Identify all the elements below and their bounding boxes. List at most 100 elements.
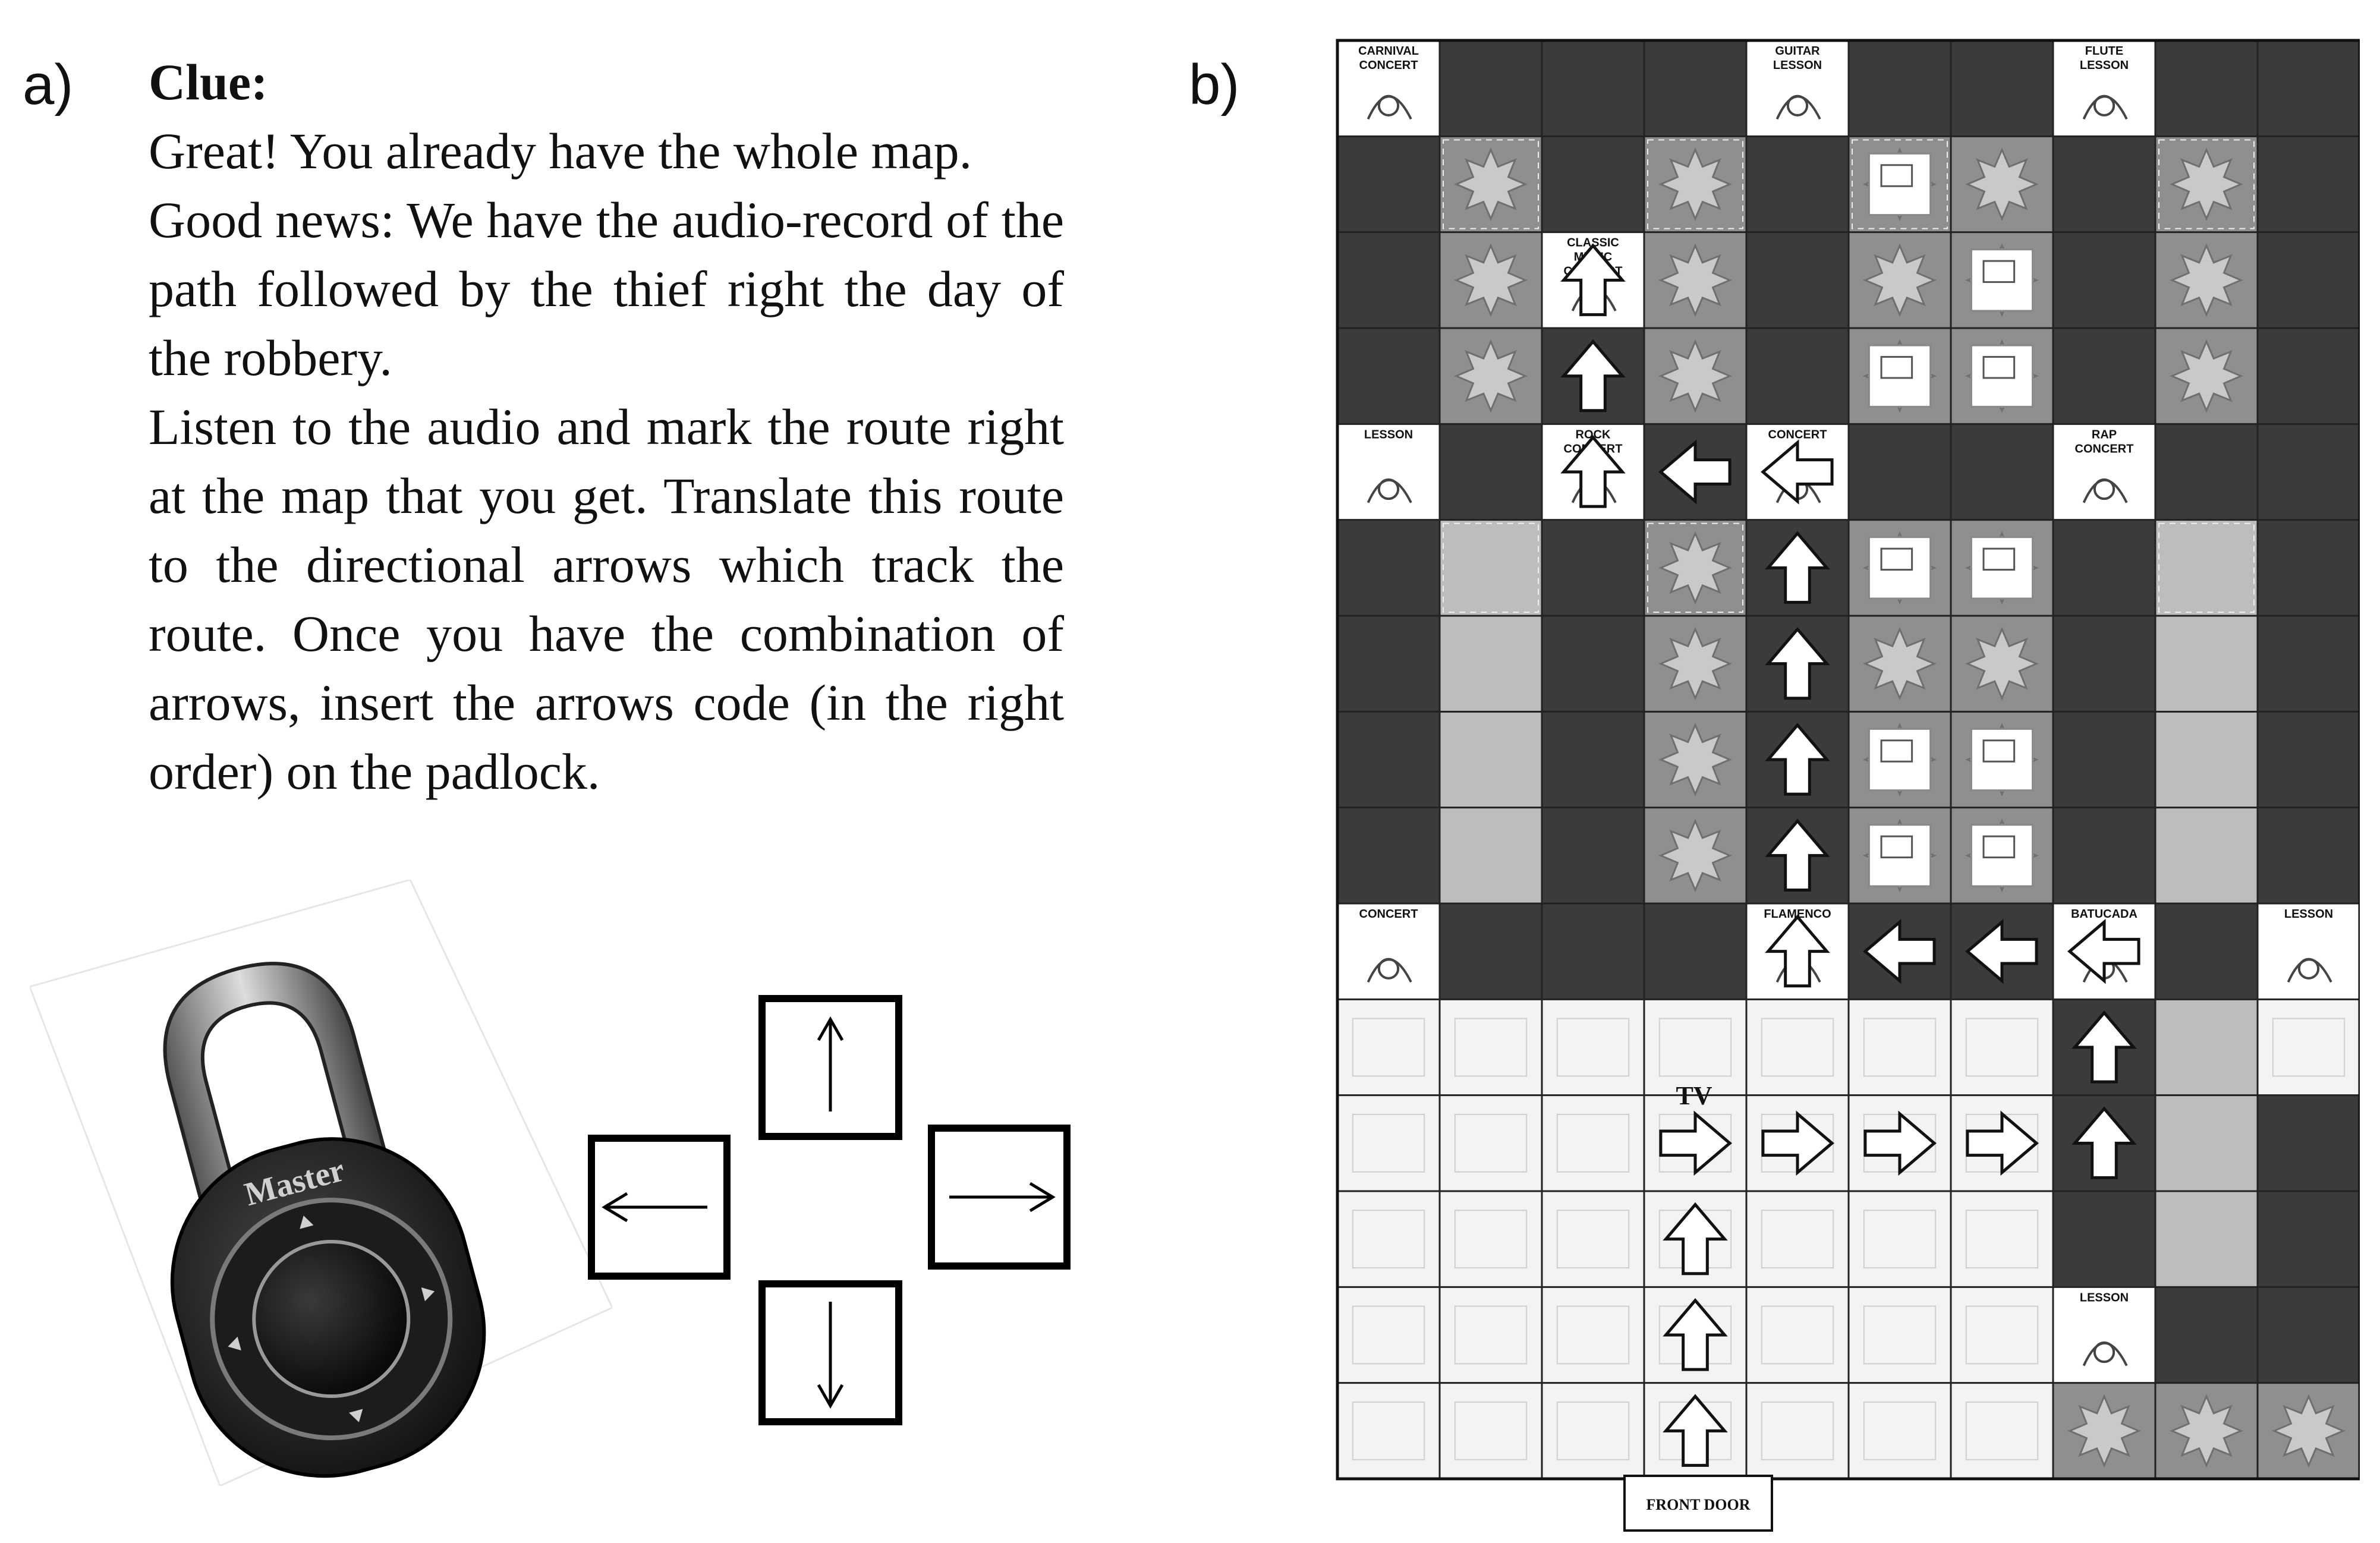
route-map: CARNIVALCONCERTGUITARLESSONFLUTELESSONCL… — [1336, 39, 2360, 1532]
pool-inner-icon — [1880, 739, 1913, 763]
map-cell-room — [1337, 40, 1440, 137]
room-label-piano: LESSON — [2080, 1291, 2129, 1304]
map-cell-dark — [1337, 519, 1440, 616]
furniture-outline — [1556, 1210, 1630, 1269]
map-cell-dark — [1644, 903, 1746, 1000]
route-arrow-left-icon — [1761, 439, 1834, 505]
walkway-dash — [1852, 139, 1948, 229]
furniture-outline — [1863, 1018, 1937, 1077]
map-cell-dark — [1746, 232, 1849, 328]
map-cell-house — [1746, 1287, 1849, 1383]
route-arrow-up-icon — [1765, 626, 1830, 700]
furniture-outline — [1556, 1401, 1630, 1460]
furniture-outline — [1761, 1401, 1834, 1460]
clue-paragraph-1: Great! You already have the whole map. — [149, 122, 972, 180]
route-arrow-up-icon — [1663, 1202, 1728, 1276]
instrument-icon — [2093, 478, 2115, 500]
route-arrow-up-icon — [1765, 914, 1830, 988]
room-label-classic: CLASSIC — [1567, 237, 1619, 250]
route-arrow-left-icon — [1965, 918, 2038, 984]
arrow-up-icon — [817, 1016, 844, 1111]
tree-icon — [1658, 243, 1732, 317]
map-cell-house — [1440, 1191, 1542, 1287]
furniture-outline — [1454, 1305, 1528, 1365]
map-cell-house — [1542, 1095, 1644, 1191]
furniture-outline — [1658, 1018, 1732, 1077]
map-cell-house — [1951, 999, 2053, 1095]
room-label-flute: FLUTE — [2085, 45, 2123, 58]
furniture-outline — [1863, 1210, 1937, 1269]
map-cell-house — [1440, 1095, 1542, 1191]
map-cell-building — [1440, 807, 1542, 903]
clue-text-block: Clue: Great! You already have the whole … — [149, 48, 1064, 806]
walkway-dash — [1443, 139, 1539, 229]
route-arrow-up-icon — [1663, 1394, 1728, 1467]
map-cell-dark — [2258, 807, 2360, 903]
furniture-outline — [1965, 1401, 2039, 1460]
tree-icon — [1454, 243, 1528, 317]
room-label-batucada: BATUCADA — [2071, 908, 2137, 921]
map-cell-dark — [2053, 136, 2155, 232]
instrument-icon — [2093, 95, 2115, 116]
map-cell-building — [1440, 519, 1542, 616]
arrow-down-icon — [817, 1302, 844, 1409]
map-grid-lines — [1336, 39, 2360, 1481]
padlock-icon: Master — [29, 878, 614, 1488]
map-cell-building — [2155, 519, 2258, 616]
pool-icon — [1970, 248, 2034, 312]
map-cell-dark — [2258, 328, 2360, 424]
keypad-right-key[interactable] — [928, 1125, 1071, 1270]
map-cell-dark — [2053, 1191, 2155, 1287]
map-cell-house — [1440, 999, 1542, 1095]
map-cell-dark — [2258, 519, 2360, 616]
map-cell-dark — [2053, 616, 2155, 712]
tree-icon — [1863, 626, 1937, 701]
walkway-dash — [1647, 522, 1743, 613]
furniture-outline — [1965, 1305, 2039, 1365]
tree-icon — [2170, 147, 2243, 221]
tree-icon — [1658, 818, 1732, 893]
keypad-down-key[interactable] — [758, 1280, 902, 1425]
furniture-outline — [1454, 1210, 1528, 1269]
furniture-outline — [1556, 1305, 1630, 1365]
keypad-up-key[interactable] — [758, 995, 902, 1140]
room-label-guitar: LESSON — [1773, 59, 1822, 72]
route-arrow-up-icon — [1765, 818, 1830, 892]
walkway-dash — [1647, 139, 1743, 229]
furniture-outline — [2272, 1018, 2346, 1077]
map-cell-house — [1746, 1383, 1849, 1479]
map-cell-house — [1951, 1287, 2053, 1383]
map-cell-dark — [1746, 136, 1849, 232]
tree-icon — [1965, 626, 2039, 701]
tree-icon — [1658, 147, 1732, 221]
pool-icon — [1868, 344, 1932, 408]
map-cell-house — [1440, 1287, 1542, 1383]
route-arrow-up-icon — [1560, 243, 1626, 316]
map-cell-building — [2155, 616, 2258, 712]
keypad-left-key[interactable] — [588, 1135, 731, 1280]
furniture-outline — [1556, 1018, 1630, 1077]
clue-paragraph-3: Listen to the audio and mark the route r… — [149, 398, 1064, 800]
instrument-icon — [2093, 1341, 2115, 1363]
room-label-rap: CONCERT — [2075, 442, 2134, 455]
room-label-rap: RAP — [2092, 428, 2117, 441]
map-decor — [1352, 139, 2346, 1468]
furniture-outline — [1761, 1305, 1834, 1365]
furniture-outline — [1965, 1210, 2039, 1269]
room-label-guitar: GUITAR — [1775, 45, 1820, 58]
instrument-icon — [1786, 95, 1809, 116]
map-cell-house — [1337, 999, 1440, 1095]
furniture-outline — [1352, 1210, 1425, 1269]
map-cell-building — [1440, 616, 1542, 712]
instrument-icon — [1377, 478, 1400, 500]
pool-inner-icon — [1982, 260, 2016, 284]
instrument-icon — [1377, 958, 1400, 980]
tree-icon — [1454, 339, 1528, 413]
map-cell-dark — [1337, 232, 1440, 328]
pool-icon — [1868, 536, 1932, 600]
furniture-outline — [1352, 1113, 1425, 1173]
front-door-box[interactable] — [1623, 1475, 1773, 1532]
map-cell-dark — [2258, 1191, 2360, 1287]
route-arrow-right-icon — [1761, 1110, 1834, 1176]
map-cell-dark — [2258, 232, 2360, 328]
